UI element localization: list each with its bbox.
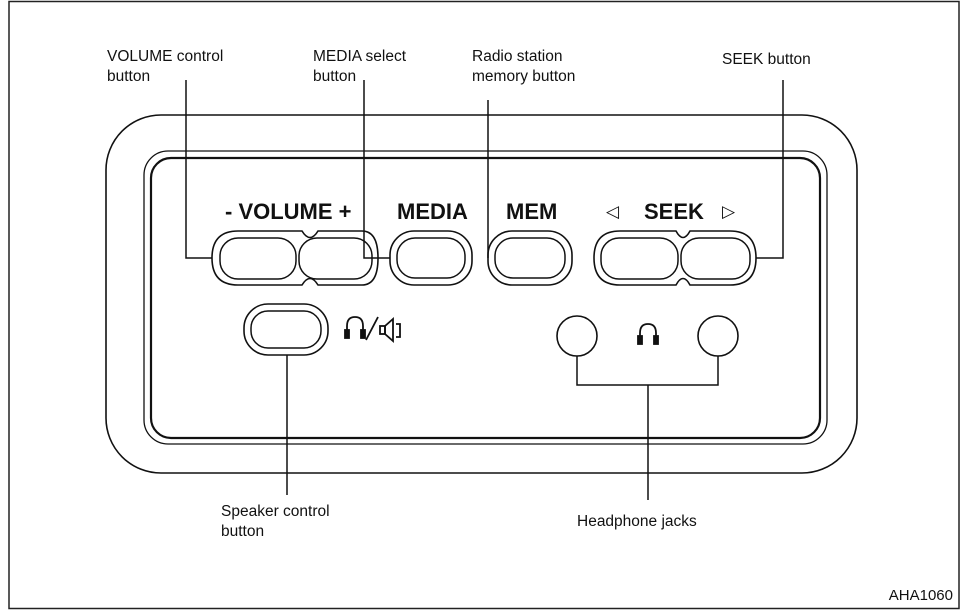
volume-callout-line-2: button [107,68,151,85]
media-panel-label: MEDIA [397,199,468,224]
headphone-leader-bracket [576,356,719,386]
headphone-icon [637,323,659,345]
speaker-control-button[interactable] [243,303,329,356]
figure-code: AHA1060 [888,587,953,604]
figure-border [8,0,960,610]
speaker-callout: Speaker control button [221,502,330,542]
panel-outer-housing [105,114,858,474]
panel-inner-face [149,156,822,440]
seek-panel-label: SEEK [644,199,704,224]
volume-leader-line [185,80,212,259]
seek-left-arrow-icon: ◁ [606,202,620,222]
seek-callout: SEEK button [722,50,811,70]
memory-callout-line-1: Radio station [472,48,563,65]
media-callout: MEDIA select button [313,47,406,87]
seek-leader-line [756,80,784,259]
headphone-speaker-icon [344,316,401,343]
seek-right-arrow-icon: ▷ [722,202,736,222]
media-button[interactable] [389,230,473,286]
headphone-jack-left[interactable] [556,315,598,357]
volume-panel-label: - VOLUME + [225,199,352,224]
mem-panel-label: MEM [506,199,557,224]
headphone-callout: Headphone jacks [577,512,697,532]
media-callout-line-2: button [313,68,357,85]
seek-button[interactable] [593,230,757,286]
panel-inner-bezel [143,150,828,445]
volume-callout-line-1: VOLUME control [107,48,224,65]
seek-callout-line-1: SEEK button [722,51,811,68]
speaker-callout-line-2: button [221,523,265,540]
media-leader-line [363,80,390,259]
headphone-callout-line-1: Headphone jacks [577,513,697,530]
headphone-jack-right[interactable] [697,315,739,357]
leader-lines [185,80,784,500]
memory-callout: Radio station memory button [472,47,575,87]
memory-callout-line-2: memory button [472,68,576,85]
speaker-callout-line-1: Speaker control [221,503,330,520]
volume-callout: VOLUME control button [107,47,223,87]
mem-button[interactable] [487,230,573,286]
media-callout-line-1: MEDIA select [313,48,407,65]
volume-button[interactable] [211,230,379,286]
